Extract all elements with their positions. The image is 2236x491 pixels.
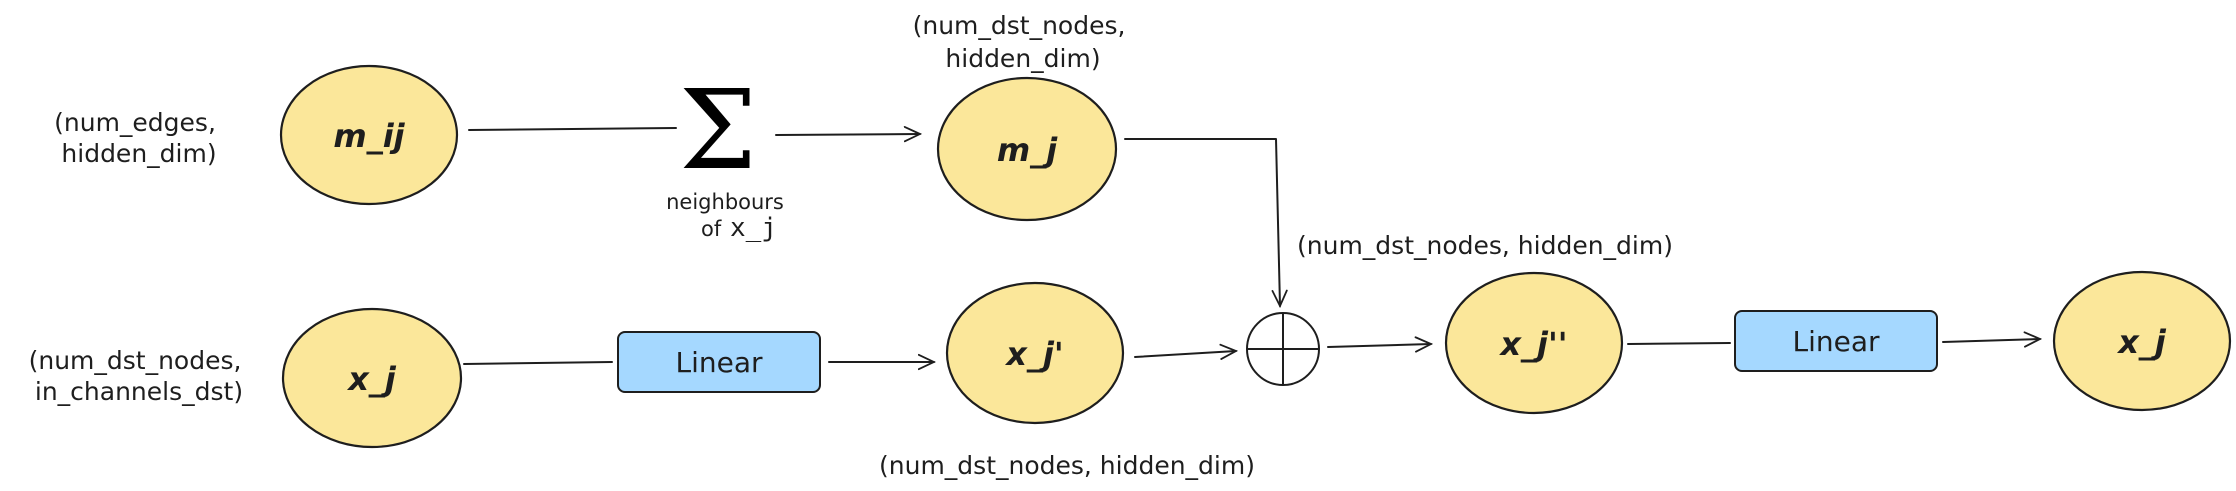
node-x-j-prime: x_j' [945,281,1125,425]
node-x-j-output-ellipse [2052,270,2232,412]
linear-block-1-label: Linear [675,346,763,379]
linear-block-2: Linear [1734,310,1938,372]
sum-caption-neighbours: neighbours [666,190,784,214]
edge-xj-double-prime-to-linear [1627,342,1731,345]
sigma-icon: Σ [679,66,757,194]
sum-operator: Σ neighbours of x_j [666,66,784,243]
linear-block-2-label: Linear [1792,325,1880,358]
node-x-j-double-prime-ellipse [1444,271,1624,415]
sum-caption-of-xj: of x_j [701,213,777,243]
linear-dim-label: (num_dst_nodes, hidden_dim) [879,451,1255,480]
node-x-j-input-ellipse [281,307,463,449]
node-m-j: m_j [936,76,1118,222]
node-x-j-double-prime: x_j'' [1444,271,1624,415]
circle-plus-icon [1246,312,1320,386]
edge-xj-to-linear [463,361,613,365]
edge-dim-label: (num_edges, hidden_dim) [54,108,224,168]
arrow-sum-to-mj [775,134,920,135]
linear-block-2-rect [1734,310,1938,372]
arrow-linear-to-xj-output [1942,339,2040,342]
linear-block-1: Linear [617,331,821,393]
node-x-j-double-prime-label: x_j'' [1498,325,1567,363]
arrow-plus-to-xj-double-prime [1327,344,1431,347]
node-m-ij-ellipse [279,64,459,206]
node-x-j-output: x_j [2052,270,2232,412]
linear-block-1-rect [617,331,821,393]
node-m-ij: m_ij [279,64,459,206]
sum-dim-label: (num_dst_nodes, hidden_dim) [1297,231,1673,260]
node-x-j-prime-label: x_j' [1004,335,1063,373]
node-m-ij-label: m_ij [333,117,405,155]
node-m-j-ellipse [936,76,1118,222]
edge-mij-to-sum [468,127,677,131]
aggregate-dim-label: (num_dst_nodes, hidden_dim) [913,11,1134,73]
input-dim-label: (num_dst_nodes, in_channels_dst) [29,346,250,406]
arrow-mj-to-plus [1124,138,1280,306]
node-x-j-output-label: x_j [2116,323,2167,361]
arrow-xj-prime-to-plus [1134,351,1236,357]
node-x-j-input-label: x_j [346,360,397,398]
node-x-j-input: x_j [281,307,463,449]
node-m-j-label: m_j [997,131,1058,169]
node-x-j-prime-ellipse [945,281,1125,425]
